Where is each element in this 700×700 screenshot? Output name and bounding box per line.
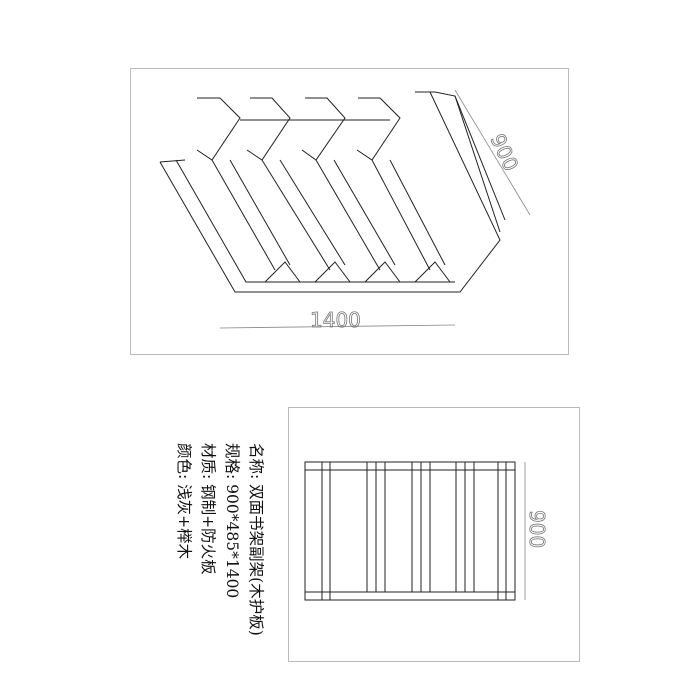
dimension-label-width: 1400 [310,308,361,332]
dimension-lines [219,89,531,329]
spec-name: 名称: 双面书架副架(木护板) [247,443,265,636]
spec-size: 规格: 900*485*1400 [223,443,241,599]
isometric-view-frame [130,68,569,355]
spec-material: 材质: 钢制+防火板 [199,443,217,575]
spec-color: 颜色: 浅灰+榉木 [175,443,193,560]
dimension-label-height: 900 [525,510,549,548]
dimension-label-depth: 900 [485,130,523,175]
isometric-shelf [159,91,506,293]
side-view-frame [288,407,580,662]
side-view-shelf [304,461,526,601]
spec-block: 名称: 双面书架副架(木护板) 规格: 900*485*1400 材质: 钢制+… [172,443,268,693]
